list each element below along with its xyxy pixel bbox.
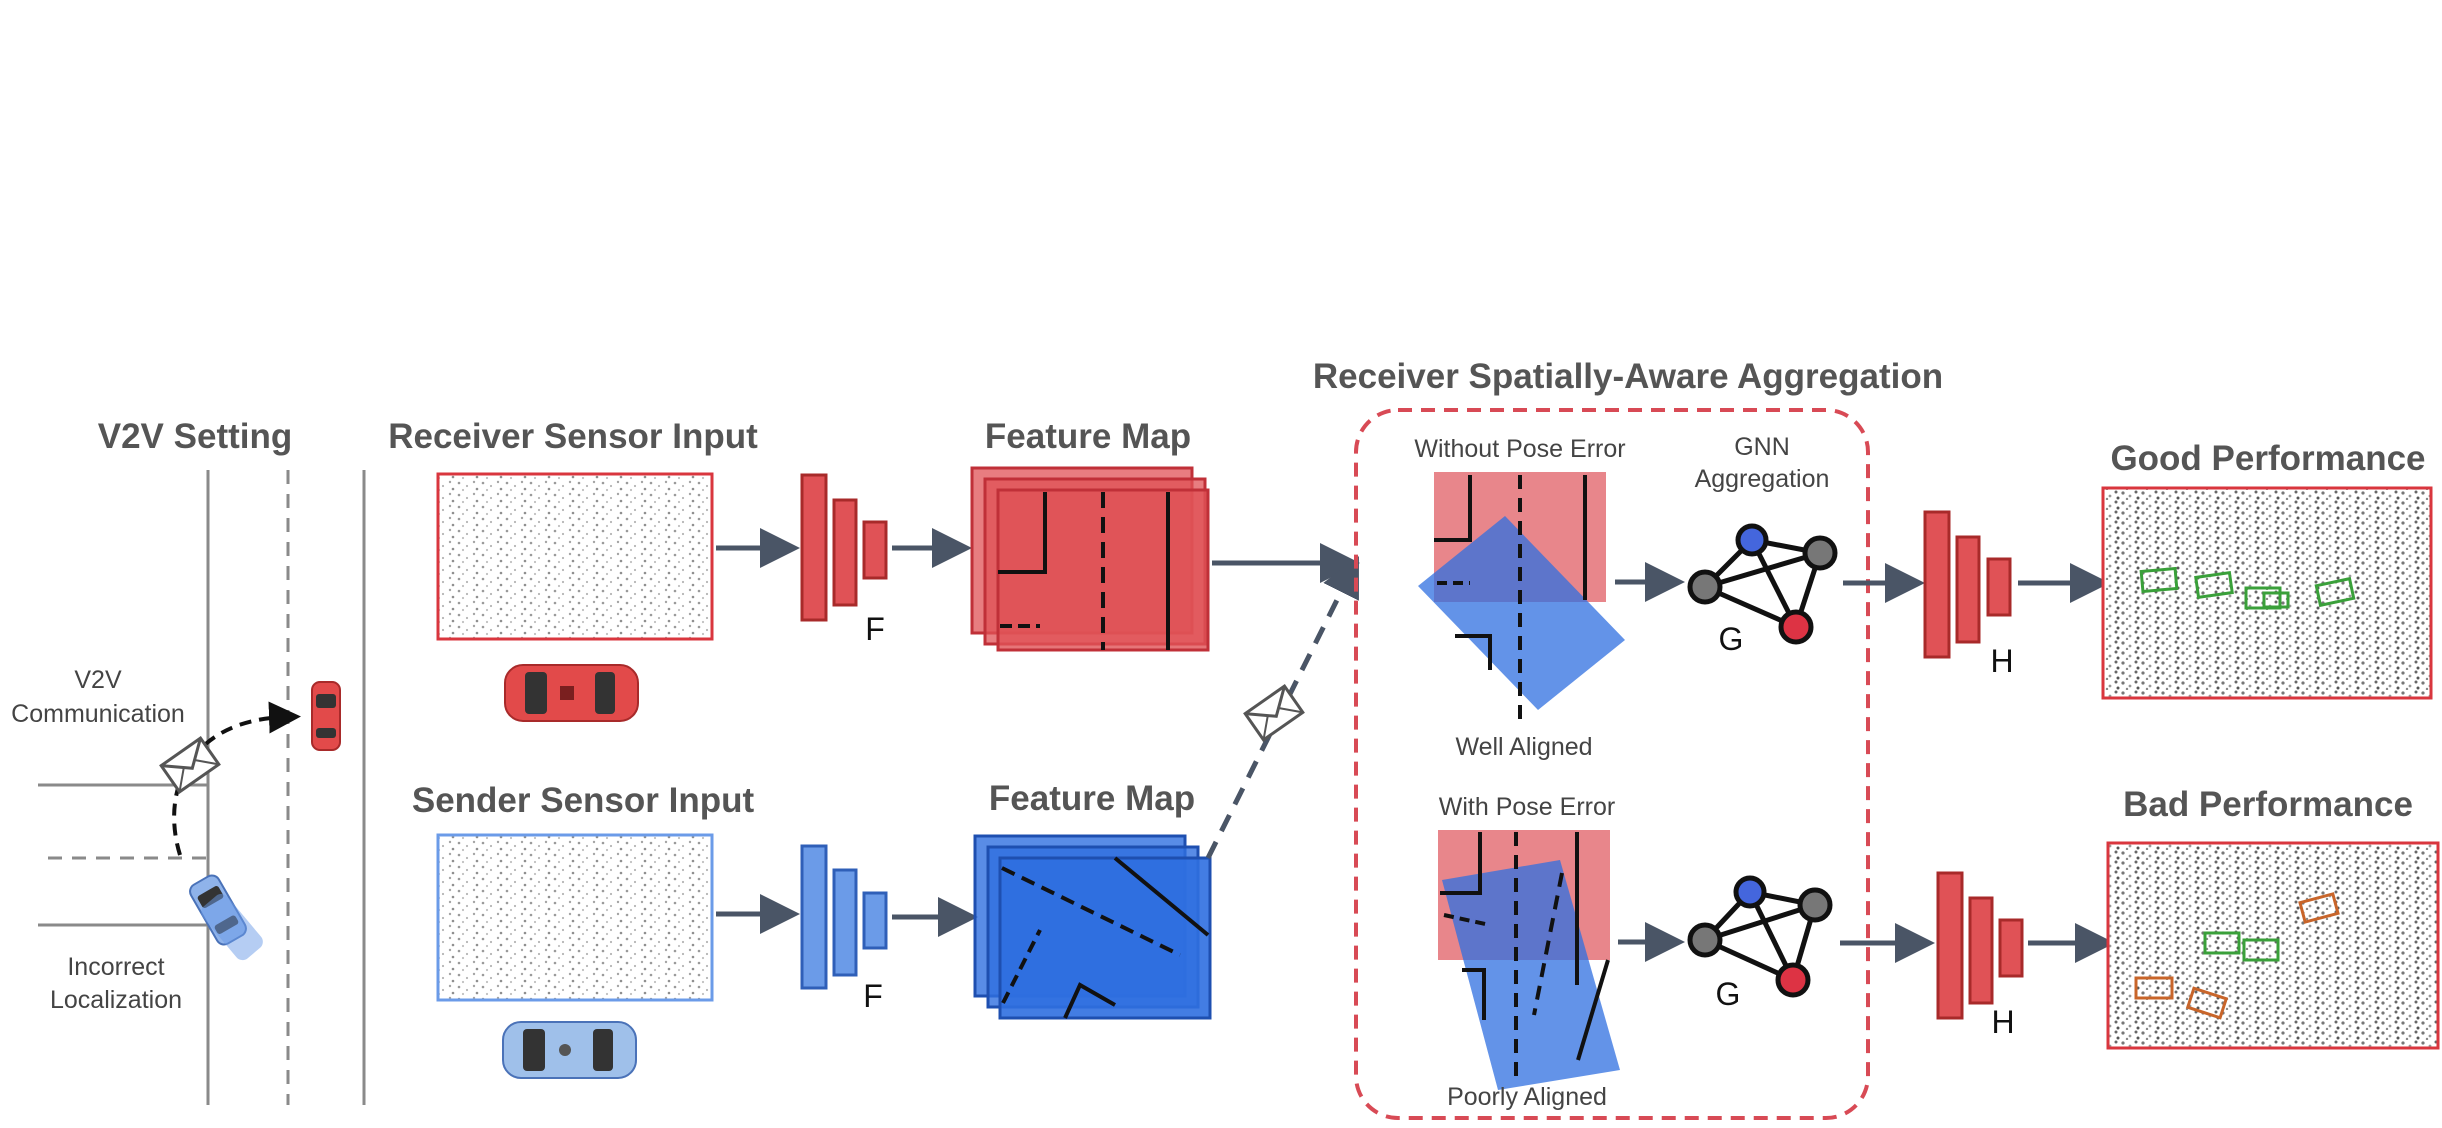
aggregation-title: Receiver Spatially-Aware Aggregation [1313,357,1943,396]
gnn-graph-bottom [1687,875,1833,998]
with-pose-error-label: With Pose Error [1439,793,1615,821]
good-detection-boxes [2139,566,2356,610]
aggregation-box [1354,408,1870,1120]
aligned-feature-overlay [1418,472,1625,720]
head-h-top-label: H [1990,643,2013,679]
misaligned-feature-overlay [1438,830,1620,1090]
head-h-bottom [1936,871,2024,1020]
feature-map-top-title: Feature Map [985,417,1191,456]
encoder-f-top-label: F [865,611,885,647]
gnn-aggregation-label-line1: GNN [1734,433,1790,461]
envelope-icon [159,736,221,794]
head-h-bottom-label: H [1991,1004,2014,1040]
v2v-communication-label-line2: Communication [11,700,185,728]
feature-map-top [970,466,1210,652]
envelope-icon-transmission [1243,684,1305,742]
v2v-setting-title: V2V Setting [98,417,292,456]
head-h-top [1923,510,2012,659]
v2v-communication-arrow [172,701,301,856]
gnn-aggregation-label-line2: Aggregation [1695,465,1830,493]
v2v-communication-label-line1: V2V [74,666,122,694]
good-performance-title: Good Performance [2110,439,2425,478]
bad-performance-image [2106,841,2440,1050]
sender-car-ghost [201,893,263,961]
bad-performance-title: Bad Performance [2123,785,2413,824]
road-scene [38,470,366,1105]
gnn-g-bottom-label: G [1716,976,1741,1012]
gnn-g-top-label: G [1719,621,1744,657]
sender-lidar-image [436,833,714,1002]
sender-car-top-icon [502,1021,637,1079]
receiver-lidar-image [436,472,714,641]
without-pose-error-label: Without Pose Error [1414,435,1625,463]
receiver-car-icon [311,681,341,751]
encoder-f-bottom-label: F [863,978,883,1014]
bad-detection-boxes [2134,892,2340,1020]
gnn-graph-top [1687,523,1838,645]
encoder-f-top [800,473,888,622]
feature-map-bottom [973,834,1212,1020]
feature-map-bottom-title: Feature Map [989,779,1195,818]
well-aligned-label: Well Aligned [1455,733,1592,761]
encoder-f-bottom [800,844,888,990]
incorrect-localization-label-line2: Localization [50,986,182,1014]
incorrect-localization-label-line1: Incorrect [67,953,164,981]
receiver-sensor-input-title: Receiver Sensor Input [388,417,758,456]
poorly-aligned-label: Poorly Aligned [1447,1083,1607,1111]
receiver-car-top-icon [504,664,639,722]
sender-sensor-input-title: Sender Sensor Input [412,781,755,820]
